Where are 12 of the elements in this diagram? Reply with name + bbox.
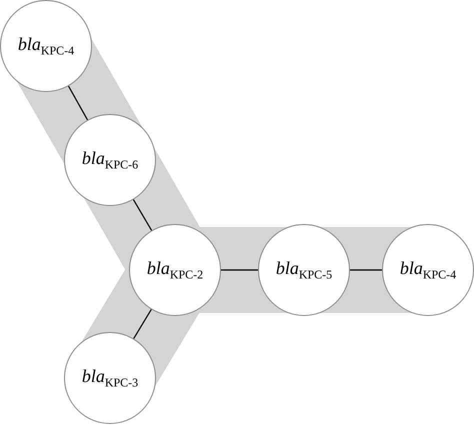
- gene-label: bla$_{KPC-4}$: [18, 34, 74, 58]
- node-circle: [382, 224, 474, 316]
- gene-label: bla$_{KPC-4}$: [400, 258, 456, 282]
- connector-line: [350, 269, 382, 271]
- connector-line: [68, 86, 88, 120]
- gene-label: bla$_{KPC-3}$: [82, 366, 138, 390]
- gene-label: bla$_{KPC-2}$: [146, 258, 204, 282]
- connector-line: [132, 199, 152, 231]
- gene-label: bla$_{KPC-6}$: [82, 148, 138, 172]
- gene-label: bla$_{KPC-5}$: [276, 258, 332, 282]
- connector-line: [221, 269, 258, 271]
- connector-line: [133, 309, 152, 339]
